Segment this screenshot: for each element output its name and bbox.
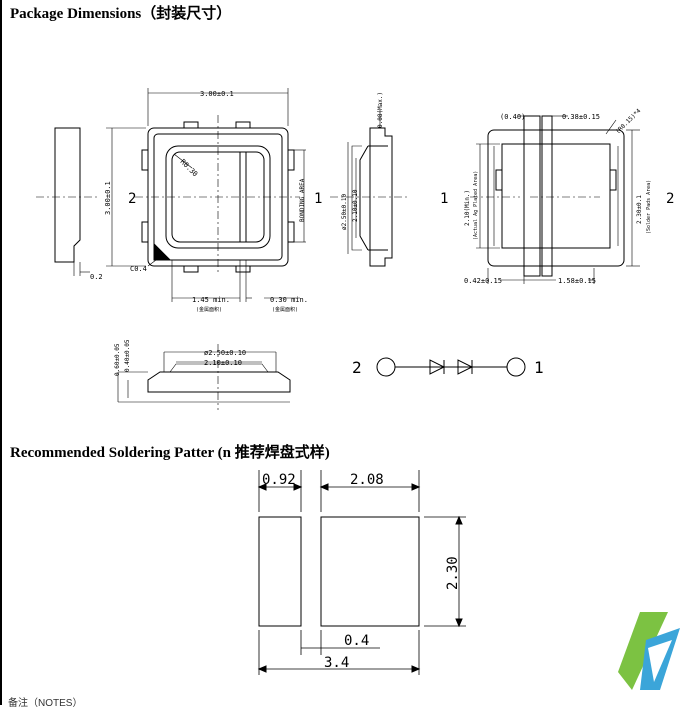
pad-height-label: 2.30 (445, 556, 461, 590)
dim-pad-gap-label: (0.40) (500, 113, 525, 121)
dim-width-label: 3.00±0.1 (200, 90, 234, 98)
dim-pad-width-label: 0.38±0.15 (562, 113, 600, 121)
bottom-view (470, 115, 640, 284)
dim-solder-area-sub: (Solder Pads Area) (646, 180, 652, 234)
circuit-symbol (376, 357, 526, 377)
soldering-pattern-title: Recommended Soldering Patter (n 推荐焊盘式样) (10, 445, 330, 461)
dim-bottom-right-label: 1.58±0.15 (558, 277, 596, 285)
bonding-area-label: BONDING AREA (299, 178, 306, 222)
dim-actual-area-label: 2.10(Min.) (464, 190, 471, 226)
dim-inner-label: 2.10±0.10 (352, 189, 359, 222)
package-dimensions-title: Package Dimensions（封装尺寸） (10, 6, 232, 22)
dim-bottom-left-label: 0.42±0.15 (464, 277, 502, 285)
lower-side-profile (117, 344, 291, 410)
footer-notes: 备注（NOTES） (8, 698, 83, 709)
dim-height-label: 3.00±0.1 (104, 181, 112, 215)
company-logo (618, 612, 680, 690)
side-profile-left (36, 127, 98, 276)
dim-actual-area-sub: (Actual Ag Plated Area) (473, 171, 479, 240)
dim-lens-inner-label: 2.10±0.10 (204, 359, 242, 367)
pin2-label-bottom: 2 (666, 191, 674, 207)
pin1-label-bottom: 1 (440, 191, 448, 207)
dim-side-offset-label: 0.2 (90, 273, 103, 281)
dim-min-left-label: 1.45 min. (192, 296, 230, 304)
circuit-pin1-label: 1 (534, 358, 544, 377)
side-section (330, 110, 410, 267)
pad-gap-label: 0.4 (344, 633, 369, 649)
dim-min-right-label: 0.30 min. (270, 296, 308, 304)
dim-thickness-lens-label: 0.40±0.05 (124, 339, 131, 372)
dim-inner-outer-label: ø2.50±0.10 (341, 193, 348, 230)
dim-chamfer-label: C0.4 (130, 265, 147, 273)
dim-max-label: 0.08(Max.) (377, 92, 384, 128)
left-border-line (0, 0, 2, 705)
pad-large-label: 2.08 (350, 472, 384, 488)
soldering-pattern (257, 470, 466, 675)
dim-lens-outer-label: ø2.50±0.10 (204, 349, 246, 357)
dim-solder-area-label: 2.30±0.1 (636, 195, 643, 224)
top-view (106, 88, 306, 302)
pad-small-label: 0.92 (262, 472, 296, 488)
pin1-label-top: 1 (314, 191, 322, 207)
dim-min-right-sub: (金属面积) (272, 306, 298, 313)
dim-pad-radius-label: (R0.15)*4 (614, 107, 642, 135)
dim-min-left-sub: (金属面积) (196, 306, 222, 313)
dim-radius-label: R0.30 (179, 158, 200, 179)
dim-thickness-total-label: 0.60±0.05 (114, 343, 121, 376)
pad-total-label: 3.4 (324, 655, 349, 671)
circuit-pin2-label: 2 (352, 358, 362, 377)
pin2-label-top: 2 (128, 191, 136, 207)
